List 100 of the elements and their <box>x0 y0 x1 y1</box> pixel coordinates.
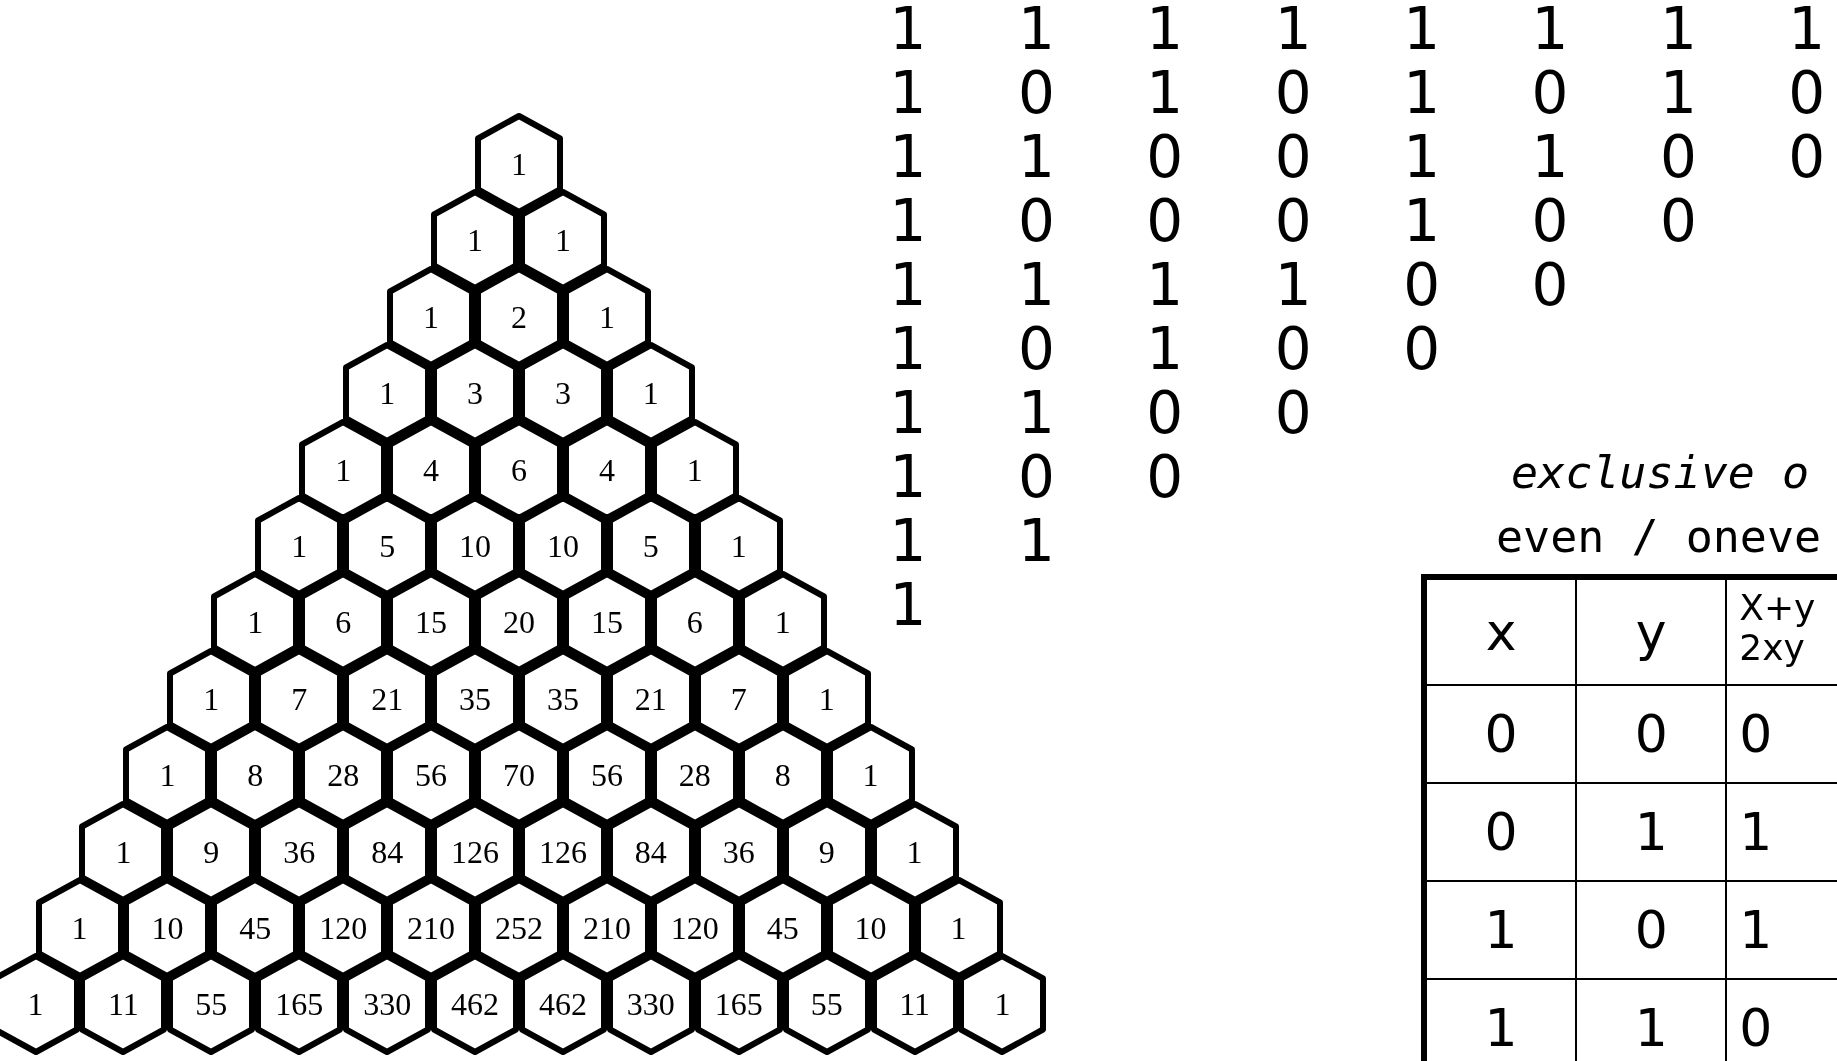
number-text: 45 <box>766 912 799 944</box>
grid-digit: 1 <box>1146 0 1184 58</box>
grid-digit: 1 <box>1659 0 1697 58</box>
number-text: 10 <box>151 912 184 944</box>
hexagon-cell <box>387 265 476 368</box>
grid-digit: 0 <box>1531 256 1569 314</box>
grid-digit: 1 <box>889 576 927 634</box>
number-text: 462 <box>538 988 587 1021</box>
number-text: 1 <box>247 606 264 639</box>
number-text: 1 <box>598 300 615 333</box>
grid-digit: 1 <box>1017 256 1055 314</box>
hexagon-cell <box>606 953 695 1056</box>
hexagon-cell <box>562 877 651 979</box>
number-text: 1 <box>818 682 835 715</box>
grid-digit: 1 <box>1659 64 1697 122</box>
number-text: 462 <box>451 988 500 1021</box>
number-text: 1 <box>159 759 176 792</box>
table-subheading: even / oneve <box>1496 514 1822 559</box>
number-text: 3 <box>554 377 571 410</box>
number-text: 36 <box>283 835 316 868</box>
grid-digit: 1 <box>1017 384 1055 442</box>
hexagon-cell <box>562 418 651 521</box>
number-text: 1 <box>906 835 923 868</box>
number-text: 1 <box>554 224 571 257</box>
grid-digit: 0 <box>1274 384 1312 442</box>
hexagon-cell <box>35 877 124 979</box>
hexagon-cell <box>475 877 563 979</box>
grid-digit: 1 <box>1403 192 1441 250</box>
grid-digit: 1 <box>889 448 927 506</box>
number-text: 1 <box>994 988 1011 1021</box>
hexagon-cell <box>299 724 388 827</box>
hexagon-cell <box>606 647 695 750</box>
hexagon-cell <box>343 953 432 1056</box>
grid-digit: 0 <box>1659 192 1697 250</box>
grid-digit: 1 <box>889 384 927 442</box>
hexagon-cell <box>475 724 563 827</box>
hexagon-cell <box>650 724 739 827</box>
hexagon-cell <box>167 800 256 903</box>
table-cell: 1 <box>1576 783 1727 881</box>
table-cell: x <box>1424 577 1577 685</box>
number-text: 1 <box>511 148 527 180</box>
number-text: 9 <box>818 835 835 868</box>
number-text: 1 <box>730 530 747 562</box>
number-text: 1 <box>686 453 703 486</box>
hexagon-cell <box>562 571 651 674</box>
grid-digit: 1 <box>1403 0 1441 58</box>
hexagon-cell <box>958 953 1047 1056</box>
grid-digit: 0 <box>1017 320 1055 378</box>
hexagon-cell <box>870 953 959 1056</box>
grid-digit: 1 <box>889 192 927 250</box>
grid-digit: 1 <box>889 256 927 314</box>
hexagon-cell <box>431 647 520 750</box>
table-cell: 1 <box>1424 881 1577 979</box>
number-text: 4 <box>598 453 615 486</box>
hexagon-cell <box>167 647 256 750</box>
grid-digit: 1 <box>1274 256 1312 314</box>
number-text: 6 <box>686 606 703 639</box>
hexagon-cell <box>738 571 827 674</box>
table-heading: exclusive o <box>1511 450 1809 495</box>
table-cell: 0 <box>1726 979 1837 1061</box>
number-text: 1 <box>335 453 352 486</box>
hexagon-cell <box>738 877 827 979</box>
hexagon-cell <box>387 571 476 674</box>
number-text: 20 <box>503 606 535 639</box>
hexagon-cell <box>475 113 563 215</box>
number-text: 3 <box>467 377 484 410</box>
number-text: 1 <box>423 300 440 333</box>
hexagon-cell <box>387 724 476 827</box>
hexagon-cell <box>562 265 651 368</box>
grid-digit: 0 <box>1146 128 1184 186</box>
hexagon-cell <box>211 877 300 979</box>
hexagon-cell <box>79 800 168 903</box>
hexagon-cell <box>431 342 520 445</box>
number-text: 4 <box>423 453 440 486</box>
hexagon-cell <box>0 953 80 1056</box>
number-text: 165 <box>275 988 324 1021</box>
grid-digit: 1 <box>889 64 927 122</box>
number-text: 165 <box>714 988 763 1021</box>
grid-digit: 1 <box>1788 0 1826 58</box>
hexagon-cell <box>694 647 783 750</box>
hexagon-cell <box>123 724 212 827</box>
number-text: 35 <box>546 682 579 715</box>
grid-digit: 0 <box>1146 384 1184 442</box>
number-text: 70 <box>503 759 535 792</box>
hexagon-cell <box>694 495 783 597</box>
number-text: 28 <box>327 759 360 792</box>
hexagon-cell <box>299 877 388 979</box>
hexagon-cell <box>255 953 344 1056</box>
hexagon-cell <box>782 800 871 903</box>
number-text: 55 <box>195 988 228 1021</box>
grid-digit: 1 <box>1531 128 1569 186</box>
number-text: 1 <box>203 682 220 715</box>
grid-digit: 1 <box>1017 128 1055 186</box>
hexagon-cell <box>826 724 915 827</box>
number-text: 6 <box>335 606 352 639</box>
grid-digit: 1 <box>1146 256 1184 314</box>
hexagon-cell <box>475 418 563 521</box>
hexagon-cell <box>738 724 827 827</box>
grid-digit: 0 <box>1274 192 1312 250</box>
hexagon-cell <box>167 953 256 1056</box>
